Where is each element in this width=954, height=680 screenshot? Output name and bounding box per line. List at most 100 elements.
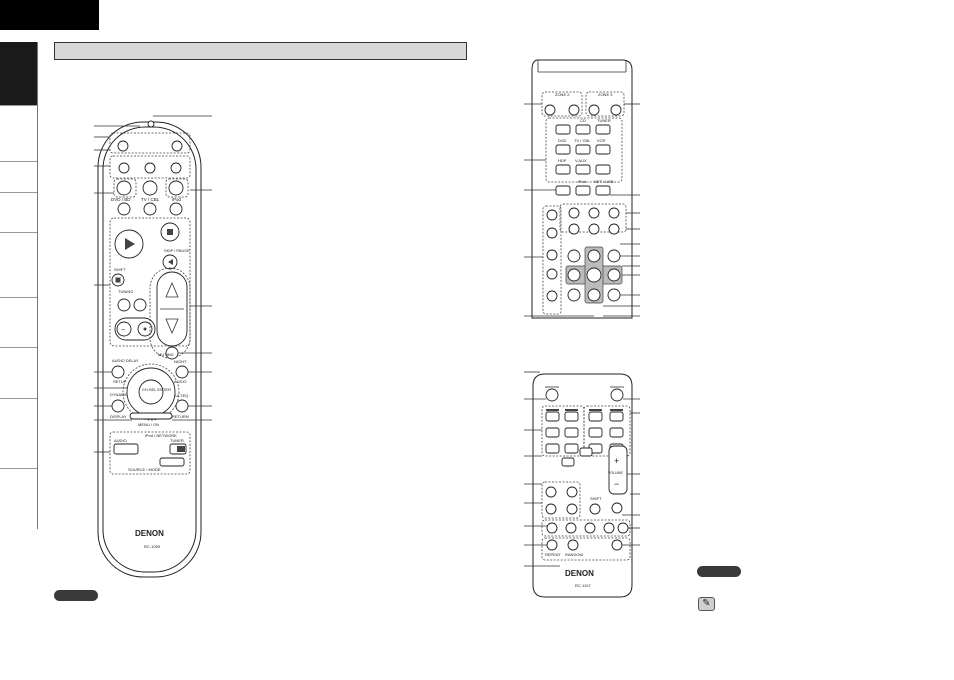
enter-button[interactable] xyxy=(138,379,164,405)
random-label: RANDOM xyxy=(565,552,583,557)
num-7-button[interactable] xyxy=(555,164,571,175)
input-sel-1-button[interactable] xyxy=(117,202,131,216)
nav-tab-troubleshooting[interactable] xyxy=(0,399,37,469)
display-button[interactable] xyxy=(111,399,125,413)
cursor-enter-button[interactable] xyxy=(586,267,602,283)
mode-3-button[interactable] xyxy=(170,162,182,174)
channel-down-c-button[interactable] xyxy=(566,503,578,515)
return-b-button[interactable] xyxy=(607,288,621,302)
input-c-7-button[interactable] xyxy=(588,427,603,438)
num-1-button[interactable] xyxy=(555,124,571,135)
power-off-c-button[interactable] xyxy=(610,388,624,402)
nav-tab-playback[interactable] xyxy=(0,193,37,233)
input-sel-2-button[interactable] xyxy=(143,202,157,216)
volume-c-rocker[interactable] xyxy=(608,445,628,495)
source-c-button[interactable] xyxy=(611,539,623,551)
source-mode-label: SOURCE / MODE xyxy=(128,467,161,472)
menu-button[interactable] xyxy=(129,412,173,420)
info-button[interactable] xyxy=(607,249,621,263)
input-c-9-button[interactable] xyxy=(545,443,560,454)
level-down-button[interactable] xyxy=(546,227,558,239)
surround-1-button[interactable] xyxy=(568,207,580,219)
hdp-label: HDP xyxy=(558,158,567,163)
num-plus10-button[interactable] xyxy=(595,185,611,196)
cursor-right-button[interactable] xyxy=(607,268,621,282)
input-c-2-button[interactable] xyxy=(564,411,579,422)
language-tab[interactable] xyxy=(0,0,99,30)
transport-5-button[interactable] xyxy=(617,522,629,534)
surround-4-button[interactable] xyxy=(568,223,580,235)
input-c-4-button[interactable] xyxy=(609,411,624,422)
shift-c-button[interactable] xyxy=(589,503,601,515)
nav-tab-connections[interactable] xyxy=(0,106,37,162)
surround-3-button[interactable] xyxy=(608,207,620,219)
repeat-button[interactable] xyxy=(546,539,558,551)
return-button[interactable] xyxy=(175,399,189,413)
tuning-down-c-button[interactable] xyxy=(545,503,557,515)
night-button[interactable] xyxy=(175,365,189,379)
search-b-button[interactable] xyxy=(546,268,558,280)
num-5-button[interactable] xyxy=(575,144,591,155)
zone3-off-button[interactable] xyxy=(610,104,622,116)
zone2-off-button[interactable] xyxy=(568,104,580,116)
nav-tab-getting-started[interactable] xyxy=(0,42,37,106)
power-off-button[interactable] xyxy=(171,140,183,152)
nav-tab-information[interactable] xyxy=(0,348,37,399)
zone2-on-button[interactable] xyxy=(544,104,556,116)
mode-b-button[interactable] xyxy=(546,249,558,261)
play-mode-button[interactable] xyxy=(567,249,581,263)
nav-tab-remote[interactable] xyxy=(0,233,37,298)
c-func-1-button[interactable] xyxy=(561,457,575,467)
tuning-up-button[interactable] xyxy=(133,298,147,312)
channel-b-button[interactable] xyxy=(546,290,558,302)
input-ipod-button[interactable] xyxy=(168,180,184,196)
input-c-1-button[interactable] xyxy=(545,411,560,422)
input-c-3-button[interactable] xyxy=(588,411,603,422)
input-sel-3-button[interactable] xyxy=(169,202,183,216)
input-c-10-button[interactable] xyxy=(564,443,579,454)
mute-c-button[interactable] xyxy=(611,502,623,514)
text-button[interactable] xyxy=(567,288,581,302)
surround-5-button[interactable] xyxy=(588,223,600,235)
transport-3-button[interactable] xyxy=(584,522,596,534)
level-up-button[interactable] xyxy=(546,209,558,221)
nav-tab-setup[interactable] xyxy=(0,162,37,193)
ext-in-button[interactable] xyxy=(555,185,571,196)
cursor-up-button[interactable] xyxy=(587,249,601,263)
num-4-button[interactable] xyxy=(555,144,571,155)
num-0-button[interactable] xyxy=(575,185,591,196)
audio-select-switch[interactable] xyxy=(113,443,139,455)
input-c-5-button[interactable] xyxy=(545,427,560,438)
input-dvd-button[interactable] xyxy=(116,180,132,196)
tuning-up-c-button[interactable] xyxy=(545,486,557,498)
nav-tab-multizone[interactable] xyxy=(0,298,37,348)
transport-2-button[interactable] xyxy=(565,522,577,534)
cursor-down-button[interactable] xyxy=(587,288,601,302)
zone3-on-button[interactable] xyxy=(588,104,600,116)
c-func-2-button[interactable] xyxy=(579,447,593,457)
audio-delay-button[interactable] xyxy=(111,365,125,379)
surround-6-button[interactable] xyxy=(608,223,620,235)
power-on-c-button[interactable] xyxy=(545,388,559,402)
input-tv-button[interactable] xyxy=(142,180,158,196)
channel-down-button[interactable] xyxy=(116,321,132,337)
num-3-button[interactable] xyxy=(595,124,611,135)
source-mode-switch[interactable] xyxy=(159,457,185,467)
transport-4-button[interactable] xyxy=(603,522,615,534)
num-6-button[interactable] xyxy=(595,144,611,155)
num-9-button[interactable] xyxy=(595,164,611,175)
mode-2-button[interactable] xyxy=(144,162,156,174)
transport-1-button[interactable] xyxy=(546,522,558,534)
mode-1-button[interactable] xyxy=(118,162,130,174)
channel-up-c-button[interactable] xyxy=(566,486,578,498)
model-label-c: RC-1107 xyxy=(575,583,591,588)
cursor-left-button[interactable] xyxy=(567,268,581,282)
input-c-6-button[interactable] xyxy=(564,427,579,438)
num-2-button[interactable] xyxy=(575,124,591,135)
num-8-button[interactable] xyxy=(575,164,591,175)
random-button[interactable] xyxy=(567,539,579,551)
input-c-8-button[interactable] xyxy=(609,427,624,438)
power-on-button[interactable] xyxy=(117,140,129,152)
tuning-down-button[interactable] xyxy=(117,298,131,312)
surround-2-button[interactable] xyxy=(588,207,600,219)
